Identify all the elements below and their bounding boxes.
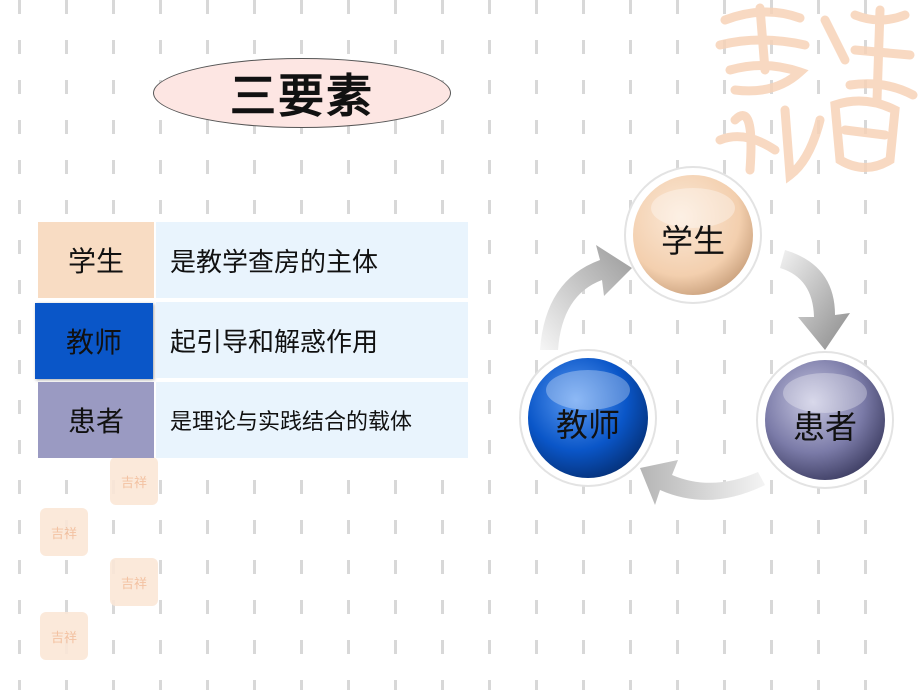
table-row: 教师 起引导和解惑作用 xyxy=(35,302,470,379)
table-row: 学生 是教学查房的主体 xyxy=(38,222,470,298)
arrow-student-to-patient-icon xyxy=(780,250,850,350)
arrow-teacher-to-student-icon xyxy=(540,245,632,350)
student-circle-label: 学生 xyxy=(660,222,725,260)
role-desc-student: 是教学查房的主体 xyxy=(156,222,468,298)
calligraphy-watermark xyxy=(715,3,918,184)
page-title: 三要素 xyxy=(230,69,374,123)
stamp-watermark: 吉祥 xyxy=(110,558,158,606)
stamp-watermark: 吉祥 xyxy=(40,508,88,556)
patient-circle-label: 患者 xyxy=(792,408,857,446)
role-label-teacher: 教师 xyxy=(35,303,153,379)
student-circle xyxy=(624,166,762,304)
title-ellipse: 三要素 xyxy=(153,58,451,128)
teacher-circle xyxy=(519,349,657,487)
cycle-diagram xyxy=(519,166,894,505)
arrow-patient-to-teacher-icon xyxy=(640,460,765,505)
patient-circle xyxy=(756,351,894,489)
stamp-watermark: 吉祥 xyxy=(40,612,88,660)
role-desc-patient: 是理论与实践结合的载体 xyxy=(156,382,468,458)
teacher-circle-label: 教师 xyxy=(555,406,620,444)
role-label-patient: 患者 xyxy=(38,382,154,458)
stamp-watermark: 吉祥 xyxy=(110,457,158,505)
role-label-student: 学生 xyxy=(38,222,154,298)
table-row: 患者 是理论与实践结合的载体 xyxy=(38,382,470,458)
role-desc-teacher: 起引导和解惑作用 xyxy=(156,302,468,378)
